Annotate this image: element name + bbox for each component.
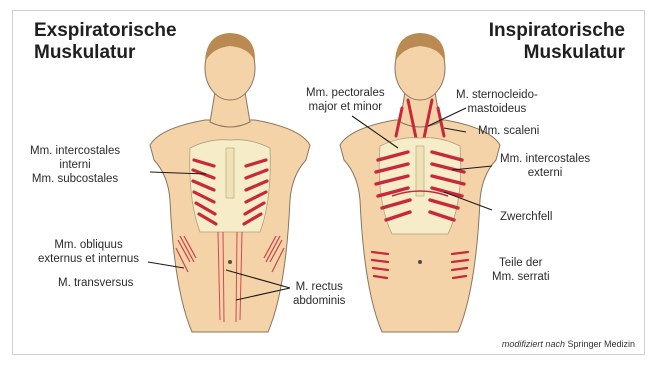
label-obliquus-line1: Mm. obliquus: [38, 238, 139, 252]
label-intercostales-interni: Mm. intercostales interni Mm. subcostale…: [30, 144, 120, 186]
label-zwerchfell: Zwerchfell: [500, 210, 552, 224]
title-inspiratorisch: Inspiratorische Muskulatur: [489, 20, 625, 64]
source-credit: modifiziert nach Springer Medizin: [502, 339, 635, 349]
right-sternum: [416, 146, 424, 196]
title-right-line2: Muskulatur: [489, 42, 625, 64]
title-right-line1: Inspiratorische: [489, 20, 625, 42]
label-subcostales: Mm. subcostales: [30, 172, 120, 186]
title-left-line1: Exspiratorische: [34, 20, 177, 42]
left-sternum: [226, 148, 234, 198]
label-rectus-line2: abdominis: [293, 294, 345, 308]
label-rectus-line1: M. rectus: [293, 280, 345, 294]
right-torso-figure: [340, 33, 500, 332]
label-intercostales-externi-line1: Mm. intercostales: [500, 152, 590, 166]
label-serrati-line2: Mm. serrati: [492, 270, 550, 284]
label-sternocleido-line1: M. sternocleido-: [456, 88, 538, 102]
label-scaleni: Mm. scaleni: [478, 124, 539, 138]
label-serrati-line1: Teile der: [492, 256, 550, 270]
label-intercostales-interni-line1: Mm. intercostales: [30, 144, 120, 158]
left-navel: [228, 260, 232, 264]
label-pectorales: Mm. pectorales major et minor: [306, 86, 385, 114]
label-serrati: Teile der Mm. serrati: [492, 256, 550, 284]
label-sternocleidomastoideus: M. sternocleido- mastoideus: [456, 88, 538, 116]
label-sternocleido-line2: mastoideus: [456, 102, 538, 116]
label-rectus-abdominis: M. rectus abdominis: [293, 280, 345, 308]
right-navel: [418, 260, 422, 264]
label-transversus: M. transversus: [58, 276, 133, 290]
credit-prefix: modifiziert nach: [502, 339, 565, 349]
title-left-line2: Muskulatur: [34, 42, 177, 64]
label-intercostales-externi-line2: externi: [500, 166, 590, 180]
title-exspiratorisch: Exspiratorische Muskulatur: [34, 20, 177, 64]
label-obliquus-line2: externus et internus: [38, 252, 139, 266]
label-pectorales-line2: major et minor: [306, 100, 385, 114]
credit-source: Springer Medizin: [567, 339, 635, 349]
label-pectorales-line1: Mm. pectorales: [306, 86, 385, 100]
label-intercostales-interni-line2: interni: [30, 158, 120, 172]
label-obliquus: Mm. obliquus externus et internus: [38, 238, 139, 266]
label-intercostales-externi: Mm. intercostales externi: [500, 152, 590, 180]
